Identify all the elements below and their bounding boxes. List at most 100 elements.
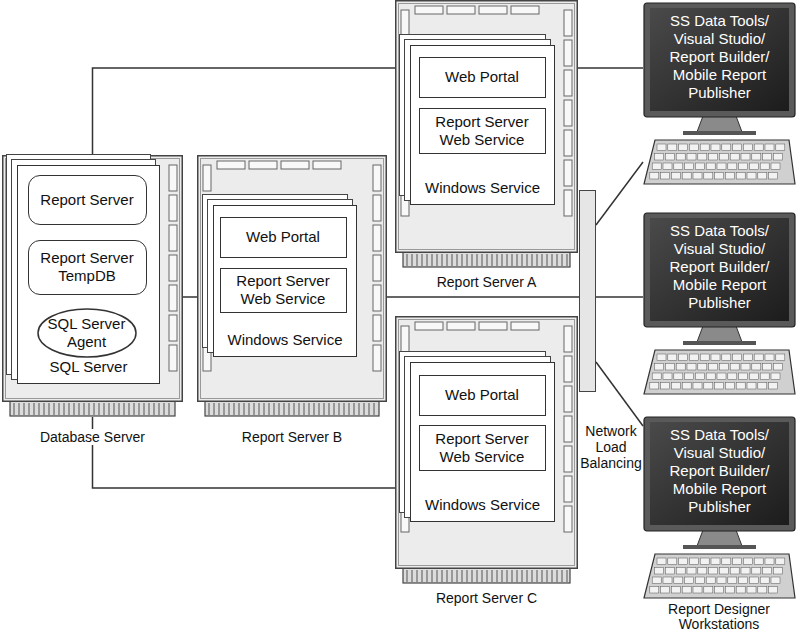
drive-bay bbox=[401, 40, 409, 66]
vent-stroke bbox=[567, 570, 568, 582]
keyboard-key bbox=[763, 568, 772, 575]
keyboard-key bbox=[717, 373, 726, 380]
keyboard-key bbox=[749, 163, 758, 170]
keyboard-body bbox=[644, 140, 795, 184]
database-box: Report Server bbox=[28, 175, 147, 225]
drive-bay bbox=[8, 195, 16, 221]
monitor-screen bbox=[650, 8, 789, 111]
monitor-base bbox=[683, 341, 756, 345]
vent-stroke bbox=[487, 570, 488, 582]
vent-stroke bbox=[124, 403, 125, 415]
vent-stroke bbox=[407, 570, 408, 582]
keyboard-key bbox=[698, 364, 707, 371]
node-text: Report Server Web Service bbox=[427, 430, 537, 466]
keyboard-key bbox=[685, 577, 694, 584]
keyboard-key bbox=[668, 144, 677, 151]
monitor-base bbox=[683, 131, 756, 135]
drive-bay bbox=[447, 322, 475, 330]
keyboard-key bbox=[733, 354, 742, 361]
vent-stroke bbox=[269, 403, 270, 415]
keyboard-key bbox=[661, 173, 670, 180]
keyboard-key bbox=[765, 354, 774, 361]
vent-stroke bbox=[432, 254, 433, 266]
keyboard-key bbox=[671, 587, 680, 594]
keyboard-key bbox=[709, 568, 718, 575]
monitor-stand bbox=[697, 530, 742, 546]
keyboard-key bbox=[758, 383, 767, 390]
keyboard-key bbox=[722, 354, 731, 361]
drive-bay bbox=[373, 285, 381, 311]
keyboard-key bbox=[747, 587, 756, 594]
keyboard-key bbox=[679, 558, 688, 565]
vent-stroke bbox=[442, 254, 443, 266]
vent-stroke bbox=[154, 403, 155, 415]
keyboard-key bbox=[719, 568, 728, 575]
server-chassis: Report Server AWindows ServiceWeb Portal… bbox=[395, 0, 578, 268]
keyboard-key bbox=[676, 568, 685, 575]
drive-bay bbox=[373, 345, 381, 371]
vent-stroke bbox=[284, 403, 285, 415]
drive-bay bbox=[313, 161, 341, 169]
keyboard-key bbox=[765, 558, 774, 565]
vent-stroke bbox=[452, 570, 453, 582]
vent-stroke bbox=[532, 570, 533, 582]
keyboard-key bbox=[776, 558, 785, 565]
keyboard-key bbox=[758, 587, 767, 594]
vent-stroke bbox=[487, 254, 488, 266]
keyboard-key bbox=[760, 163, 769, 170]
keyboard-key bbox=[704, 173, 713, 180]
connector-line bbox=[93, 68, 396, 155]
keyboard-key bbox=[668, 354, 677, 361]
vent-stroke bbox=[54, 403, 55, 415]
vent-stroke bbox=[542, 570, 543, 582]
node-text: Report Server Web Service bbox=[228, 272, 338, 308]
keyboard-key bbox=[739, 163, 748, 170]
keyboard-key bbox=[706, 163, 715, 170]
keyboard-key bbox=[652, 373, 661, 380]
ellipse-shape bbox=[38, 309, 136, 357]
keyboard-key bbox=[739, 577, 748, 584]
vent-stroke bbox=[467, 570, 468, 582]
keyboard-key bbox=[763, 154, 772, 161]
drive-bay bbox=[564, 476, 572, 502]
vent-stroke bbox=[437, 254, 438, 266]
vent-stroke bbox=[309, 403, 310, 415]
server-chassis: Report Server BWindows ServiceWeb Portal… bbox=[197, 155, 387, 417]
node-text: Report Server B bbox=[239, 429, 345, 445]
vent-stroke bbox=[557, 254, 558, 266]
drive-bay bbox=[8, 285, 16, 311]
vent-stroke bbox=[432, 570, 433, 582]
keyboard-key bbox=[704, 383, 713, 390]
drive-bay bbox=[169, 315, 177, 341]
drive-bay bbox=[564, 10, 572, 36]
chassis-inset bbox=[399, 320, 575, 566]
vent-stroke bbox=[482, 254, 483, 266]
vent-stroke bbox=[29, 403, 30, 415]
keyboard-key bbox=[736, 173, 745, 180]
keyboard-key bbox=[665, 568, 674, 575]
keyboard-key bbox=[689, 558, 698, 565]
keyboard-key bbox=[663, 163, 672, 170]
keyboard-key bbox=[730, 568, 739, 575]
vent-stroke bbox=[249, 403, 250, 415]
drive-bay bbox=[169, 225, 177, 251]
server-chassis: Report Server CWindows ServiceWeb Portal… bbox=[395, 316, 578, 584]
vent-stroke bbox=[94, 403, 95, 415]
keyboard-key bbox=[754, 558, 763, 565]
service-panel: Windows ServiceWeb PortalReport Server W… bbox=[410, 362, 555, 522]
vent-stroke bbox=[427, 570, 428, 582]
vent-stroke bbox=[522, 254, 523, 266]
keyboard-key bbox=[687, 568, 696, 575]
drive-bay bbox=[401, 416, 409, 442]
vent-stroke bbox=[119, 403, 120, 415]
chassis-body bbox=[396, 317, 578, 569]
keyboard-key bbox=[689, 144, 698, 151]
vent-stroke bbox=[209, 403, 210, 415]
vent-stroke bbox=[244, 403, 245, 415]
vent-stroke bbox=[19, 403, 20, 415]
vent-stroke bbox=[114, 403, 115, 415]
drive-bay bbox=[447, 6, 475, 14]
keyboard-key bbox=[685, 163, 694, 170]
vent-stroke bbox=[44, 403, 45, 415]
